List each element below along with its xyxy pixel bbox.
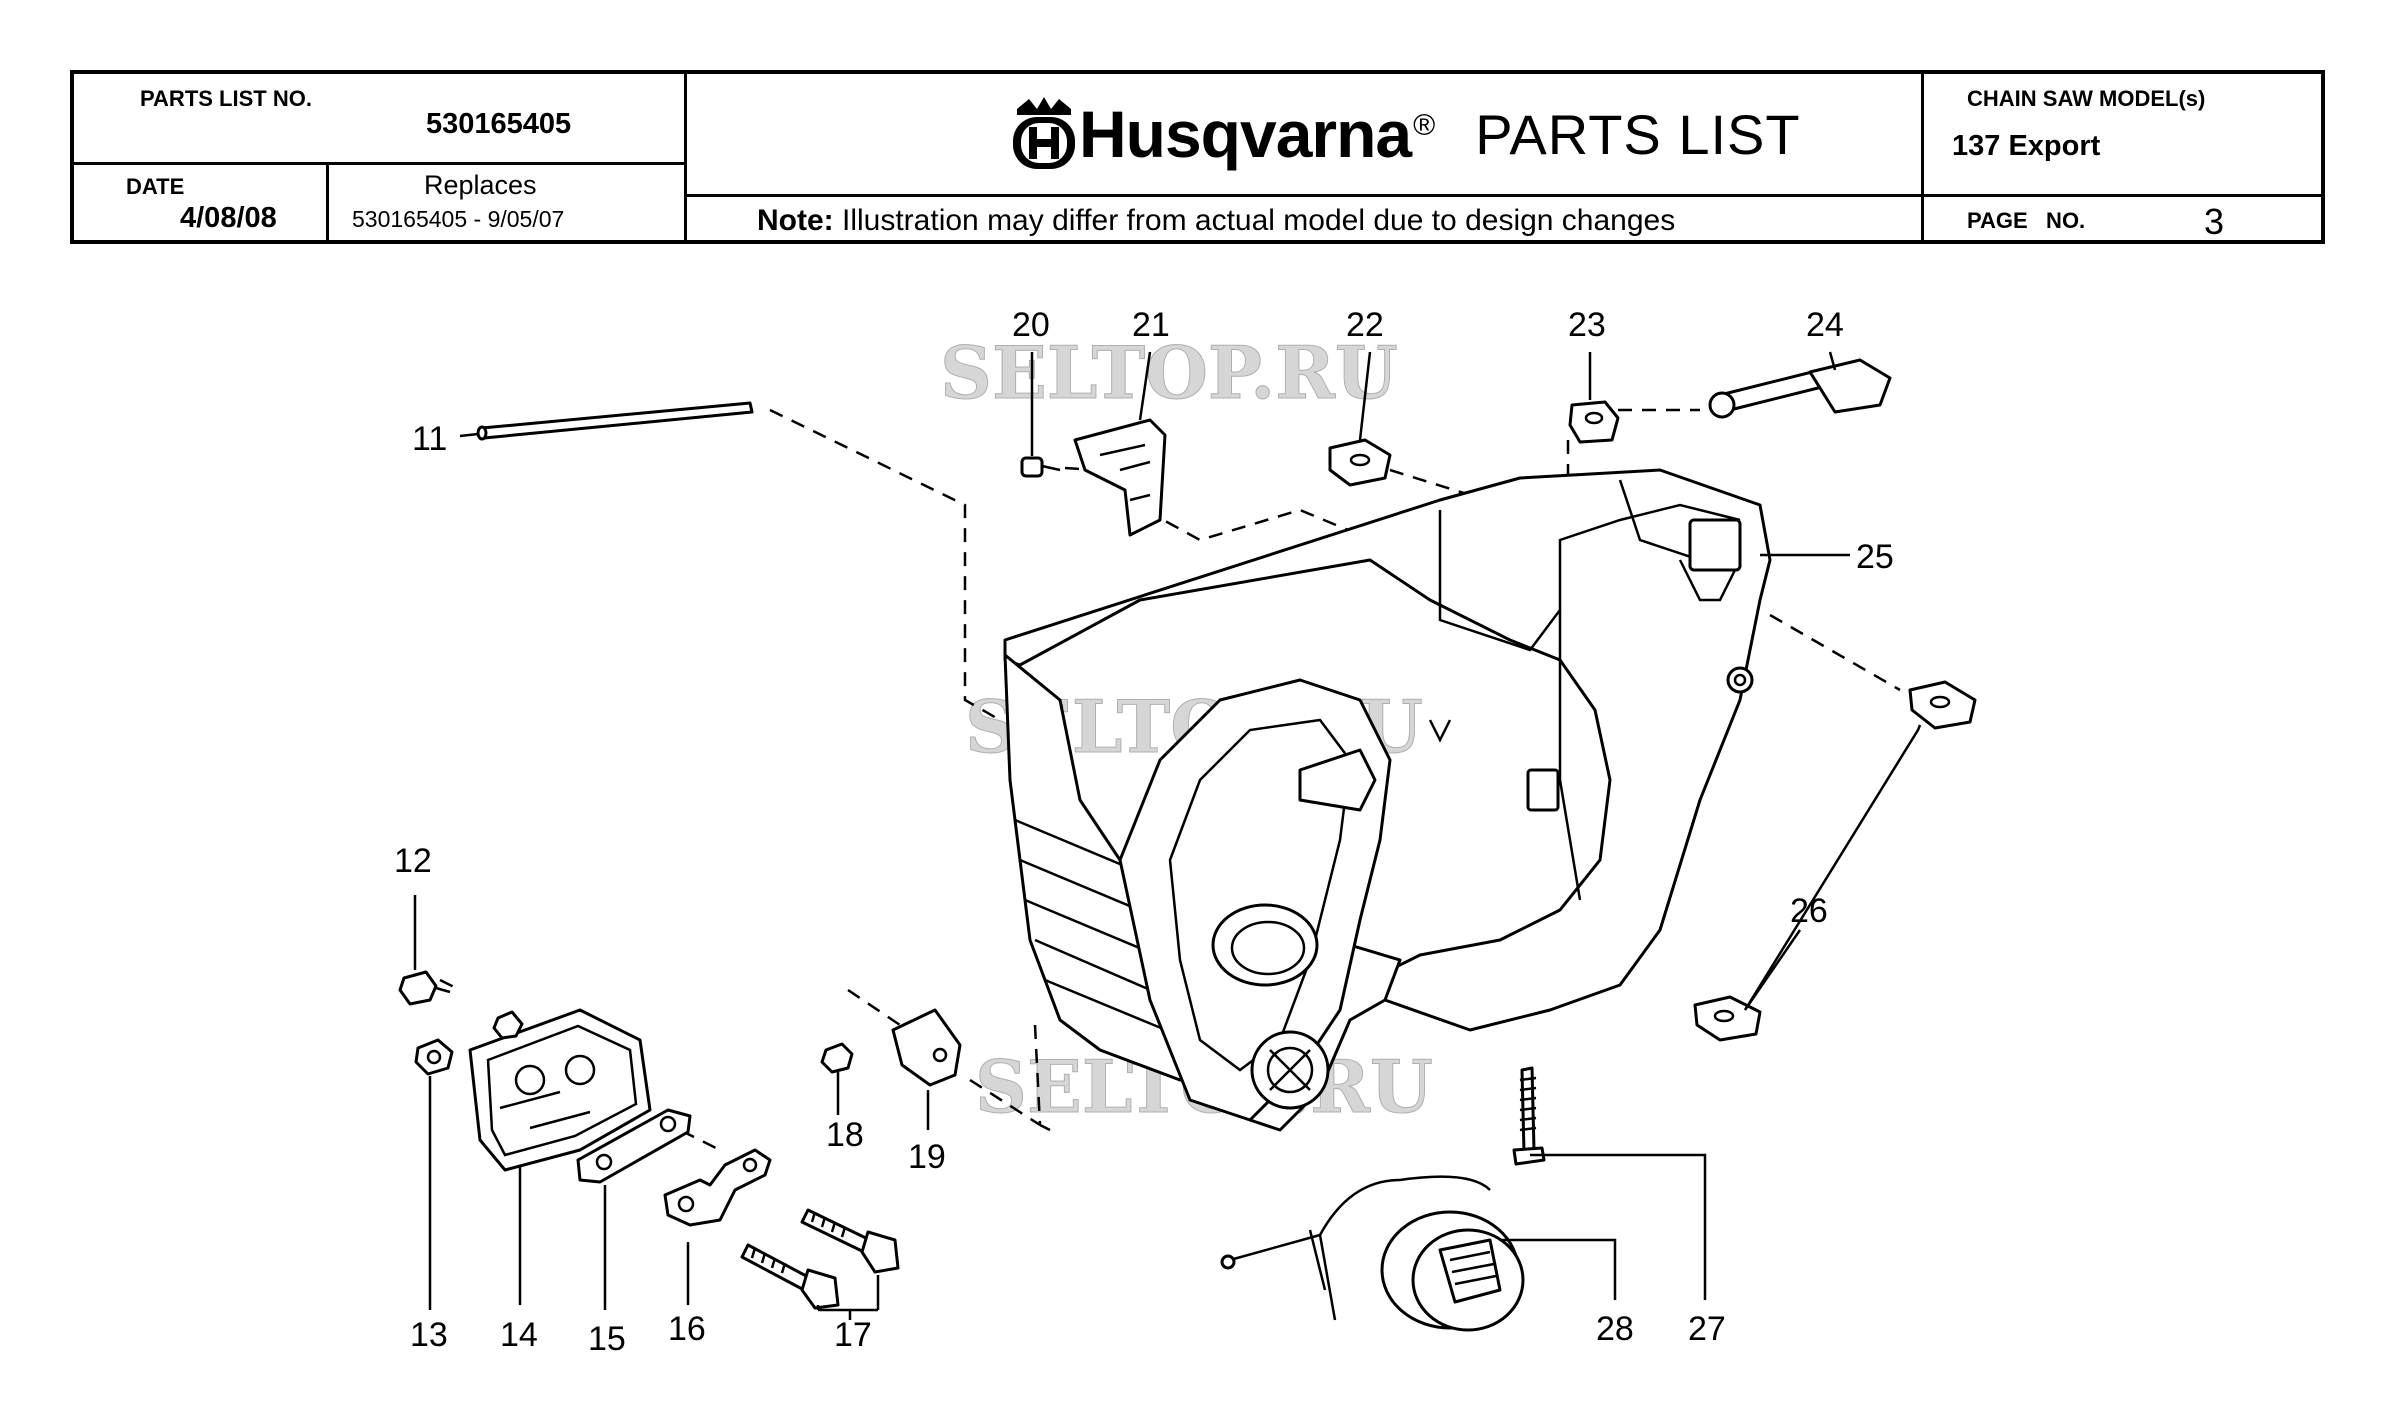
- model-value: 137 Export: [1952, 130, 2101, 162]
- document-title: PARTS LIST: [1475, 102, 1801, 166]
- date-value: 4/08/08: [180, 202, 277, 234]
- part-12-bolt: [398, 970, 451, 1006]
- part-13-nut: [414, 1038, 454, 1076]
- model-label: CHAIN SAW MODEL(s): [1967, 86, 2206, 111]
- callout-24: 24: [1806, 306, 1844, 344]
- watermark: SELTOP.RU: [940, 330, 1398, 415]
- page-no-label: PAGE NO.: [1967, 208, 2086, 233]
- part-14-bar-plate: [468, 1008, 652, 1172]
- divider: [326, 162, 329, 240]
- callout-26: 26: [1790, 892, 1828, 930]
- part-19-catcher: [891, 1008, 962, 1087]
- note-text: Illustration may differ from actual mode…: [842, 204, 1676, 237]
- divider: [1921, 194, 2325, 197]
- callout-21: 21: [1132, 306, 1170, 344]
- callout-25: 25: [1856, 538, 1894, 576]
- part-27-bolt: [1512, 1066, 1546, 1166]
- callout-11: 11: [412, 420, 447, 458]
- brand-logo: Husqvarna® PARTS LIST: [1009, 94, 1801, 174]
- part-11-rod: [476, 401, 754, 441]
- callout-13: 13: [410, 1316, 448, 1354]
- brand-name: Husqvarna: [1079, 97, 1412, 171]
- part-23-nut: [1568, 400, 1620, 444]
- callout-22: 22: [1346, 306, 1384, 344]
- callout-19: 19: [908, 1138, 946, 1176]
- part-17-screw-upper: [800, 1208, 900, 1274]
- page-no: 3: [2204, 201, 2225, 242]
- husqvarna-crown-h-icon: [1013, 97, 1075, 169]
- divider: [684, 194, 1921, 197]
- part-16-tensioner-plate: [663, 1148, 772, 1227]
- design-note: Note: Illustration may differ from actua…: [757, 206, 1675, 236]
- part-15-plate: [576, 1108, 692, 1184]
- date-label: DATE: [126, 174, 185, 199]
- divider: [1921, 74, 1924, 240]
- callout-17: 17: [834, 1316, 872, 1354]
- parts-list-no: 530165405: [426, 108, 572, 140]
- part-17-screw-lower: [740, 1243, 840, 1310]
- registered-mark: ®: [1413, 109, 1436, 142]
- callout-numbers: 11 12 13 14 15 16 17 18 19 20 21 22 23 2…: [394, 306, 1894, 1358]
- part-18-screw: [820, 1042, 854, 1082]
- callout-27: 27: [1688, 1310, 1726, 1348]
- callout-16: 16: [668, 1310, 706, 1348]
- part-28-oil-cap: [1220, 1175, 1525, 1332]
- parts-list-no-label: PARTS LIST NO.: [140, 86, 312, 111]
- callout-15: 15: [588, 1320, 626, 1358]
- leader-lines: [413, 351, 1922, 1320]
- callout-23: 23: [1568, 306, 1606, 344]
- part-26-nut-upper: [1908, 680, 1977, 730]
- callout-12: 12: [394, 842, 432, 880]
- callout-18: 18: [826, 1116, 864, 1154]
- part-20-screw: [1020, 456, 1061, 478]
- divider: [74, 162, 684, 165]
- part-21-bracket: [1073, 418, 1167, 537]
- divider: [684, 74, 687, 240]
- callout-20: 20: [1012, 306, 1050, 344]
- part-22-nut: [1328, 438, 1392, 487]
- part-25-crankcase: [1003, 468, 1772, 1132]
- note-label: Note:: [757, 204, 834, 237]
- part-26-nut-lower: [1693, 995, 1762, 1042]
- part-24-handle: [1708, 358, 1892, 419]
- replaces-label: Replaces: [424, 170, 537, 200]
- callout-28: 28: [1596, 1310, 1634, 1348]
- parts-list-header: PARTS LIST NO. 530165405 DATE 4/08/08 Re…: [70, 70, 2325, 244]
- assembly-lines: [439, 408, 1901, 1152]
- replaces-value: 530165405 - 9/05/07: [352, 206, 565, 232]
- callout-14: 14: [500, 1316, 538, 1354]
